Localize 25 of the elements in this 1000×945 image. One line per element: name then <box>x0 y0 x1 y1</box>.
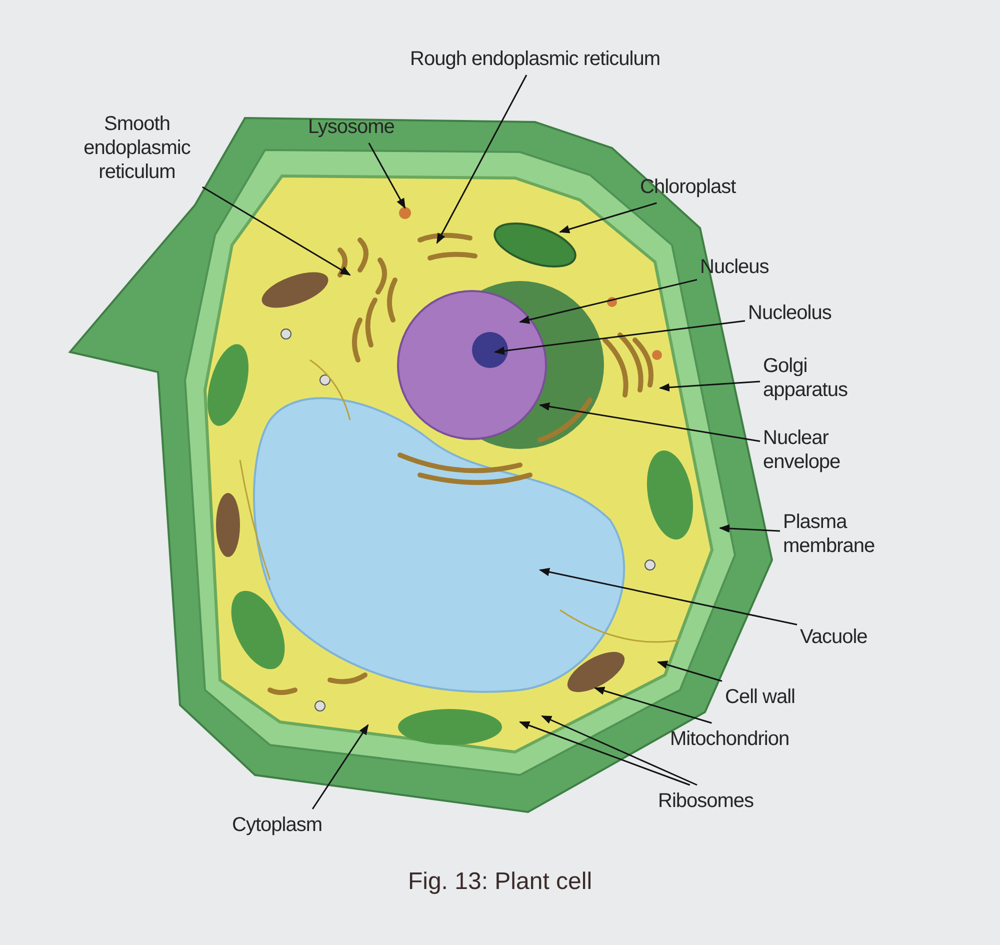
part-label: Plasma membrane <box>783 510 876 558</box>
leader-line <box>541 715 698 786</box>
part-label: Nuclear envelope <box>763 426 842 474</box>
leader-line <box>658 380 760 392</box>
leader-line <box>538 568 798 626</box>
part-label: Golgi apparatus <box>763 354 848 402</box>
leader-line <box>657 660 722 682</box>
leader-line <box>519 721 690 786</box>
part-label: Rough endoplasmic reticulum <box>409 47 661 71</box>
part-label: Lysosome <box>308 115 396 139</box>
part-label: Cell wall <box>725 685 796 709</box>
part-label: Smooth endoplasmic reticulum <box>82 112 192 184</box>
part-label: Nucleolus <box>748 301 832 325</box>
part-label: Vacuole <box>800 625 868 649</box>
leader-line <box>436 74 528 244</box>
figure-caption: Fig. 13: Plant cell <box>406 867 594 897</box>
leader-line <box>202 186 351 276</box>
part-label: Mitochondrion <box>670 727 790 751</box>
leader-line <box>494 320 746 355</box>
part-label: Cytoplasm <box>232 813 323 837</box>
leader-line <box>559 202 657 234</box>
leader-line <box>594 686 712 724</box>
leader-line <box>312 724 369 810</box>
leader-line <box>518 278 698 324</box>
part-label: Ribosomes <box>658 789 755 813</box>
